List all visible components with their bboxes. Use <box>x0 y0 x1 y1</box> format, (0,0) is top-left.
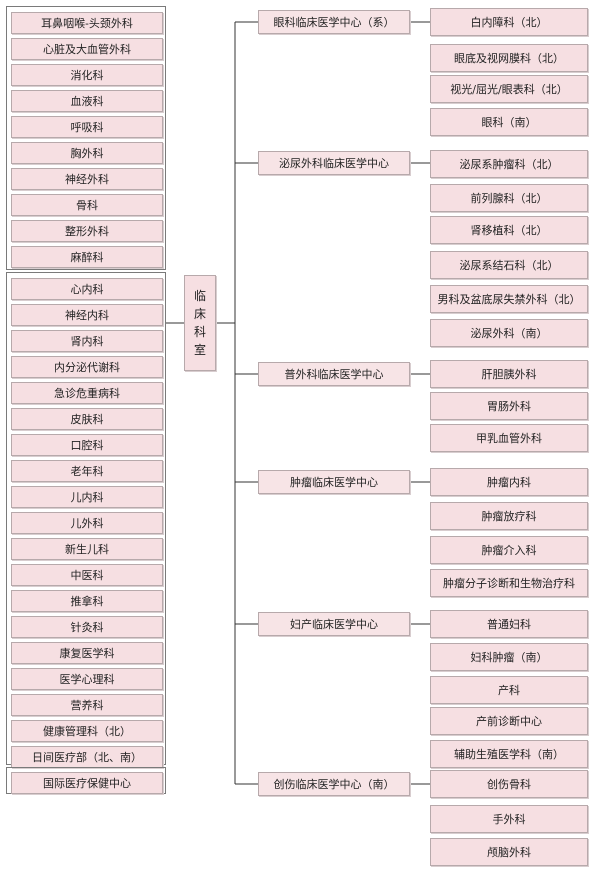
department-box: 日间医疗部（北、南） <box>11 746 163 768</box>
medical-center-box: 创伤临床医学中心（南） <box>258 772 410 796</box>
sub-department-box: 肾移植科（北） <box>430 216 588 244</box>
department-box: 新生儿科 <box>11 538 163 560</box>
left-group: 耳鼻咽喉-头颈外科心脏及大血管外科消化科血液科呼吸科胸外科神经外科骨科整形外科麻… <box>6 6 166 270</box>
department-box: 口腔科 <box>11 434 163 456</box>
department-box: 针灸科 <box>11 616 163 638</box>
sub-department-box: 手外科 <box>430 805 588 833</box>
department-box: 整形外科 <box>11 220 163 242</box>
sub-department-box: 男科及盆底尿失禁外科（北） <box>430 285 588 313</box>
sub-department-box: 前列腺科（北） <box>430 184 588 212</box>
sub-department-box: 肿瘤放疗科 <box>430 502 588 530</box>
medical-center-box: 普外科临床医学中心 <box>258 362 410 386</box>
sub-department-box: 泌尿系肿瘤科（北） <box>430 150 588 178</box>
department-box: 消化科 <box>11 64 163 86</box>
sub-department-box: 视光/屈光/眼表科（北） <box>430 75 588 103</box>
sub-department-box: 肿瘤分子诊断和生物治疗科 <box>430 569 588 597</box>
department-box: 神经内科 <box>11 304 163 326</box>
sub-department-box: 颅脑外科 <box>430 838 588 866</box>
root-char: 床 <box>193 307 206 321</box>
sub-department-box: 眼科（南） <box>430 108 588 136</box>
department-box: 医学心理科 <box>11 668 163 690</box>
department-box: 急诊危重病科 <box>11 382 163 404</box>
department-box: 皮肤科 <box>11 408 163 430</box>
medical-center-box: 泌尿外科临床医学中心 <box>258 151 410 175</box>
sub-department-box: 肿瘤内科 <box>430 468 588 496</box>
department-box: 健康管理科（北） <box>11 720 163 742</box>
sub-department-box: 泌尿外科（南） <box>430 319 588 347</box>
department-box: 推拿科 <box>11 590 163 612</box>
medical-center-box: 妇产临床医学中心 <box>258 612 410 636</box>
department-box: 儿内科 <box>11 486 163 508</box>
department-box: 老年科 <box>11 460 163 482</box>
sub-department-box: 眼底及视网膜科（北） <box>430 44 588 72</box>
root-char: 临 <box>193 289 206 303</box>
sub-department-box: 产科 <box>430 676 588 704</box>
department-box: 康复医学科 <box>11 642 163 664</box>
root-char: 科 <box>193 325 206 339</box>
department-box: 血液科 <box>11 90 163 112</box>
department-box: 肾内科 <box>11 330 163 352</box>
department-box: 国际医疗保健中心 <box>11 772 163 794</box>
department-box: 儿外科 <box>11 512 163 534</box>
department-box: 骨科 <box>11 194 163 216</box>
left-group: 心内科神经内科肾内科内分泌代谢科急诊危重病科皮肤科口腔科老年科儿内科儿外科新生儿… <box>6 272 166 768</box>
medical-center-box: 肿瘤临床医学中心 <box>258 470 410 494</box>
department-box: 麻醉科 <box>11 246 163 268</box>
department-box: 内分泌代谢科 <box>11 356 163 378</box>
department-box: 营养科 <box>11 694 163 716</box>
sub-department-box: 产前诊断中心 <box>430 707 588 735</box>
root-char: 室 <box>193 343 206 357</box>
department-box: 呼吸科 <box>11 116 163 138</box>
sub-department-box: 甲乳血管外科 <box>430 424 588 452</box>
sub-department-box: 泌尿系结石科（北） <box>430 251 588 279</box>
sub-department-box: 白内障科（北） <box>430 8 588 36</box>
sub-department-box: 普通妇科 <box>430 610 588 638</box>
department-box: 耳鼻咽喉-头颈外科 <box>11 12 163 34</box>
sub-department-box: 辅助生殖医学科（南） <box>430 740 588 768</box>
sub-department-box: 肝胆胰外科 <box>430 360 588 388</box>
department-box: 心内科 <box>11 278 163 300</box>
department-box: 中医科 <box>11 564 163 586</box>
sub-department-box: 妇科肿瘤（南） <box>430 643 588 671</box>
medical-center-box: 眼科临床医学中心（系） <box>258 10 410 34</box>
department-box: 心脏及大血管外科 <box>11 38 163 60</box>
left-group: 国际医疗保健中心 <box>6 767 166 794</box>
sub-department-box: 肿瘤介入科 <box>430 536 588 564</box>
department-box: 胸外科 <box>11 142 163 164</box>
sub-department-box: 胃肠外科 <box>430 392 588 420</box>
department-box: 神经外科 <box>11 168 163 190</box>
sub-department-box: 创伤骨科 <box>430 770 588 798</box>
clinical-departments-root: 临 床 科 室 <box>184 275 216 371</box>
